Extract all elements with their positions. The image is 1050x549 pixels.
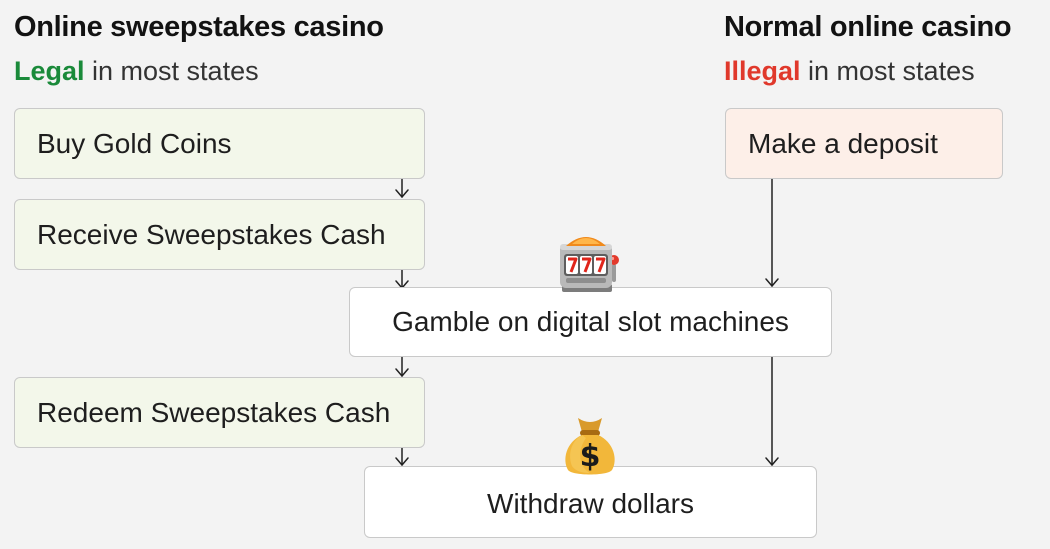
right-column-title: Normal online casino bbox=[724, 11, 1012, 43]
step-gamble-slot-machines: Gamble on digital slot machines bbox=[349, 287, 832, 357]
arrowhead-buy-to-receive bbox=[395, 189, 409, 198]
right-column-status: Illegal in most states bbox=[724, 56, 975, 87]
step-gamble-slot-machines-label: Gamble on digital slot machines bbox=[392, 306, 789, 337]
slot-machine-icon bbox=[560, 237, 619, 292]
money-bag-icon: $ bbox=[565, 418, 615, 475]
step-make-a-deposit: Make a deposit bbox=[725, 108, 1003, 179]
illegal-label: Illegal bbox=[724, 56, 801, 86]
step-redeem-sweepstakes-cash: Redeem Sweepstakes Cash bbox=[14, 377, 425, 448]
arrowhead-redeem-to-withdraw bbox=[395, 457, 409, 466]
step-receive-sweepstakes-cash: Receive Sweepstakes Cash bbox=[14, 199, 425, 270]
step-redeem-sweepstakes-cash-label: Redeem Sweepstakes Cash bbox=[37, 396, 391, 428]
svg-text:$: $ bbox=[580, 439, 601, 474]
legal-label-rest: in most states bbox=[84, 56, 259, 86]
step-withdraw-dollars-label: Withdraw dollars bbox=[487, 488, 694, 519]
step-buy-gold-coins: Buy Gold Coins bbox=[14, 108, 425, 179]
left-column-title: Online sweepstakes casino bbox=[14, 11, 384, 43]
arrowhead-gamble-to-redeem bbox=[395, 368, 409, 377]
illegal-label-rest: in most states bbox=[800, 56, 975, 86]
step-make-a-deposit-label: Make a deposit bbox=[748, 127, 938, 159]
left-column-status: Legal in most states bbox=[14, 56, 259, 87]
step-buy-gold-coins-label: Buy Gold Coins bbox=[37, 127, 232, 159]
arrowhead-deposit-to-gamble bbox=[765, 278, 779, 287]
step-withdraw-dollars: Withdraw dollars bbox=[364, 466, 817, 538]
arrowhead-gamble-to-withdraw bbox=[765, 457, 779, 466]
step-receive-sweepstakes-cash-label: Receive Sweepstakes Cash bbox=[37, 218, 386, 250]
legal-label: Legal bbox=[14, 56, 85, 86]
